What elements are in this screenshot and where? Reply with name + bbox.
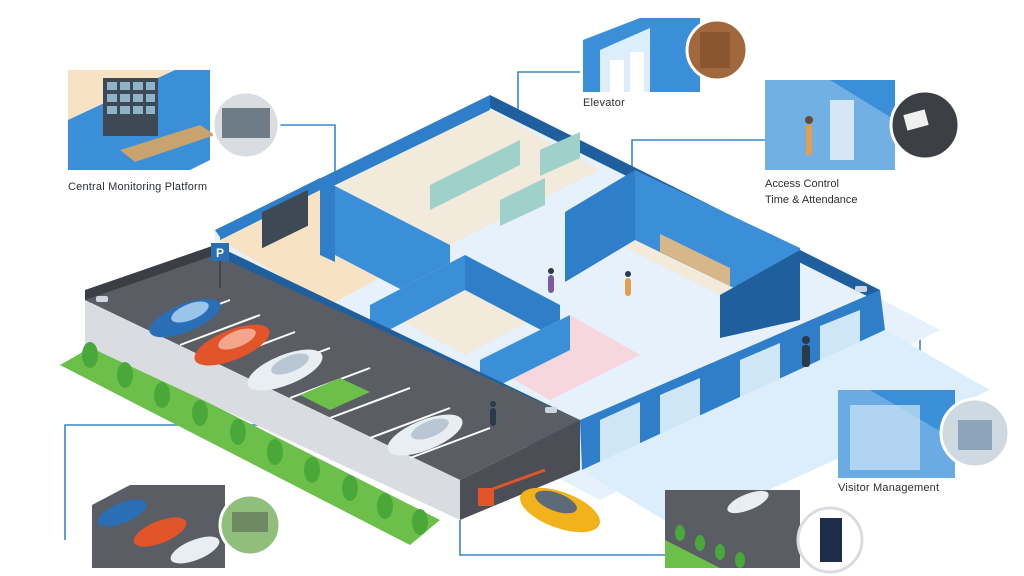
entrance-plaza (582, 330, 990, 530)
office-room-front (720, 250, 800, 338)
label-elevator: Elevator (583, 97, 625, 109)
guard-panel (665, 490, 864, 574)
label-access-control-line1: Access Control (765, 178, 839, 190)
parking-sign-letter: P (216, 246, 224, 260)
lounge-wall (480, 315, 570, 395)
connector-guard (459, 520, 665, 556)
meeting-room-wall-right (465, 255, 560, 340)
car-orange (194, 324, 270, 366)
front-wall-glass (580, 290, 885, 470)
trees (82, 342, 428, 535)
monitoring-panel (68, 70, 281, 170)
green-parking-bay (300, 378, 370, 410)
car-white (247, 349, 323, 391)
office-room-wall (565, 170, 635, 282)
lounge-floor (480, 315, 640, 400)
car-blue (149, 298, 221, 338)
parking-panel (92, 485, 282, 568)
video-wall (262, 189, 308, 249)
parking-sign-pole (219, 258, 221, 288)
garage-wall-front (85, 300, 460, 520)
access-panel (765, 80, 961, 170)
visitor-panel (838, 390, 1011, 478)
store-shelves (430, 132, 580, 226)
camera-icon (96, 286, 867, 413)
parking-sign-icon (211, 243, 229, 261)
barrier-gate-icon (478, 468, 546, 506)
label-visitor-management: Visitor Management (838, 482, 940, 494)
car-yellow (520, 487, 600, 533)
building (215, 95, 990, 530)
elevator-panel (583, 18, 749, 92)
label-access-control: Access Control Time & Attendance (765, 176, 858, 208)
office-desk (660, 233, 730, 287)
label-access-control-line2: Time & Attendance (765, 194, 858, 206)
meeting-room-wall (370, 255, 465, 340)
monitoring-room-wall-side (320, 178, 335, 262)
label-central-monitoring: Central Monitoring Platform (68, 181, 208, 193)
car-white-2 (387, 414, 463, 456)
parking-garage: P (60, 243, 867, 545)
